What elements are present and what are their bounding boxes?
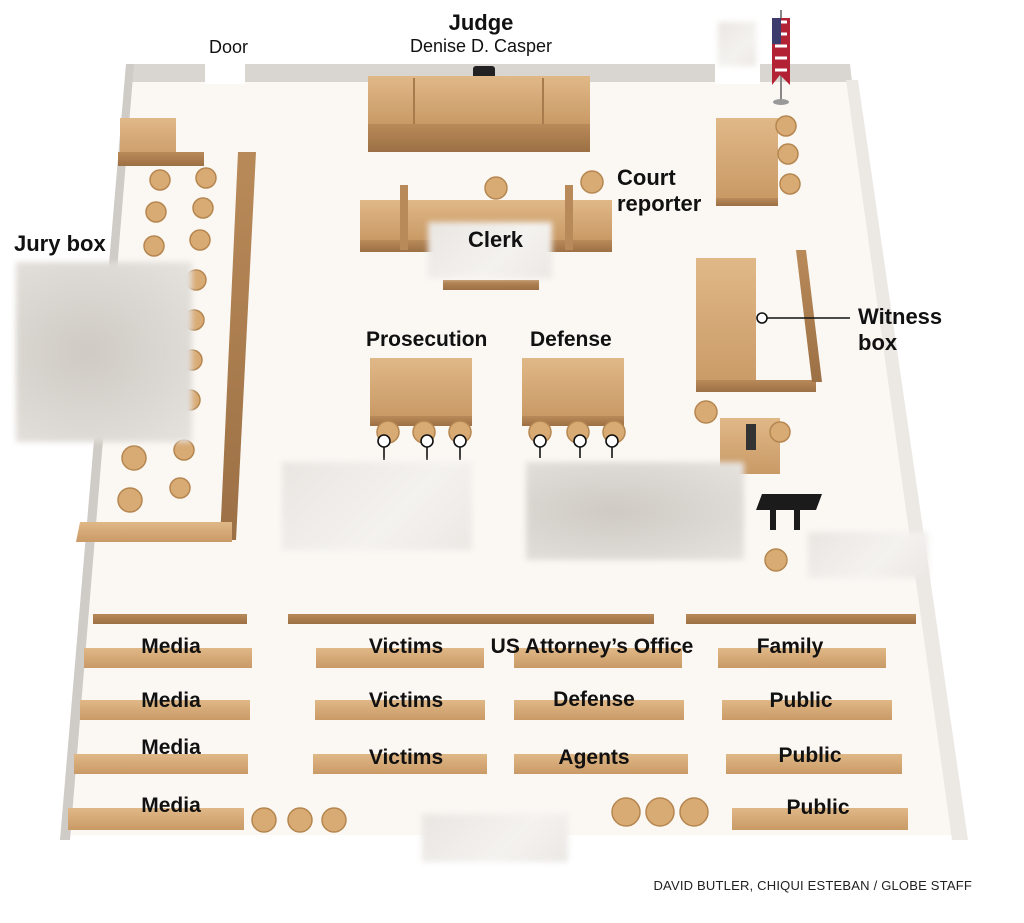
seat-label: Public [769, 689, 833, 712]
door-opening [205, 60, 245, 84]
seat-label: Defense [553, 688, 635, 711]
jury-box-label: Jury box [14, 231, 106, 256]
judge-name: Denise D. Casper [409, 36, 553, 56]
judge-title: Judge [448, 10, 514, 35]
seat-label: Media [141, 794, 201, 817]
seat-label: Public [786, 796, 850, 819]
redacted-patch [16, 262, 192, 442]
redacted-patch [718, 22, 756, 66]
judge-bench [368, 66, 590, 152]
court-reporter-label-line1: Court [617, 165, 676, 190]
redacted-patch [808, 532, 928, 578]
prosecution-label: Prosecution [366, 328, 488, 351]
clerk-label: Clerk [468, 227, 524, 252]
chairs [117, 115, 801, 833]
bar-rail-left [93, 614, 247, 624]
seat-label: Victims [368, 689, 444, 712]
witness-box-label-line2: box [858, 330, 898, 355]
laptop-icon [746, 424, 756, 450]
side-table [716, 118, 778, 206]
flag [772, 10, 790, 105]
seat-label: Family [756, 635, 824, 658]
podium [756, 494, 822, 530]
courtroom-floor [62, 70, 960, 835]
witness-box-label-line1: Witness [858, 304, 943, 329]
redacted-patch [428, 222, 552, 278]
seat-label: Media [141, 689, 201, 712]
credit-line: DAVID BUTLER, CHIQUI ESTEBAN / GLOBE STA… [653, 878, 972, 893]
witness-box-stand [696, 250, 822, 392]
seat-label: Victims [368, 746, 444, 769]
seat-label: Public [778, 744, 842, 767]
redacted-patch [282, 462, 472, 550]
bar-rail-right [686, 614, 916, 624]
right-wall [846, 80, 968, 840]
gallery-benches [68, 648, 908, 830]
seat-label: Media [141, 736, 201, 759]
prosecution-table [370, 358, 472, 426]
seat-label: US Attorney’s Office [490, 635, 694, 658]
defense-table-label: Defense [530, 328, 612, 351]
jury-box [76, 118, 256, 542]
left-wall [60, 64, 134, 840]
bar-rail-center [288, 614, 654, 624]
court-reporter-label-line2: reporter [617, 191, 702, 216]
redacted-patch [526, 462, 744, 560]
redacted-patch [422, 814, 568, 862]
door-label: Door [209, 37, 249, 57]
seat-label: Media [141, 635, 201, 658]
defense-table [522, 358, 624, 426]
seat-label: Agents [558, 746, 630, 769]
seat-markers [377, 312, 850, 460]
seat-label: Victims [368, 635, 444, 658]
